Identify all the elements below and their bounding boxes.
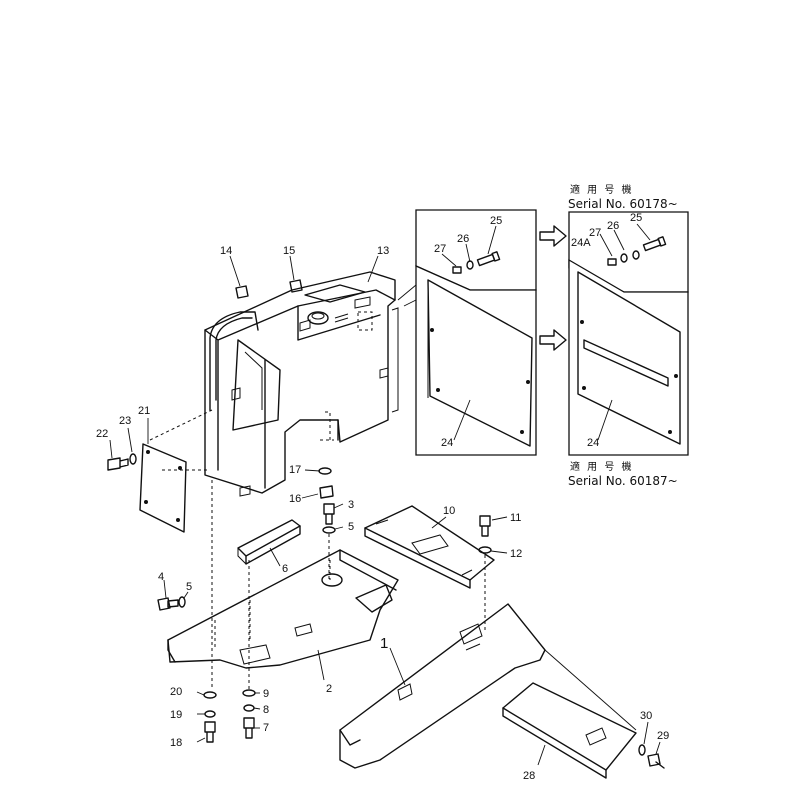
callout-22: 22 [96,428,108,440]
callout-7: 7 [263,722,269,734]
bolt-3-icon [323,503,335,525]
callout-16: 16 [289,493,301,505]
washer-19-icon [204,710,216,718]
callout-3: 3 [348,499,354,511]
callout-17: 17 [289,464,301,476]
caption-top-serial: Serial No. 60178~ [568,197,678,211]
callout-13: 13 [377,245,389,257]
bolt-11-icon [479,515,491,537]
callout-15: 15 [283,245,295,257]
washer-8-icon [243,704,255,712]
callout-26b: 26 [607,220,619,232]
callout-27b: 27 [589,227,601,239]
callout-14: 14 [220,245,232,257]
callout-26a: 26 [457,233,469,245]
callout-5b: 5 [186,581,192,593]
callout-numbers: 1 2 3 4 5 5 6 7 8 9 10 11 12 13 14 15 16… [96,212,669,782]
callout-30: 30 [640,710,652,722]
nut-16-icon [319,485,334,499]
caption-bottom-japanese: 適 用 号 機 [570,460,634,473]
washer-12-icon [478,546,492,554]
callout-9: 9 [263,688,269,700]
callout-1: 1 [380,635,388,652]
bolt-7-icon [243,717,255,739]
callout-20: 20 [170,686,182,698]
caption-bottom-serial: Serial No. 60187~ [568,474,678,488]
arrow-right-icon [539,225,567,247]
callout-28: 28 [523,770,535,782]
bracket-part-6 [237,519,301,565]
callout-10: 10 [443,505,455,517]
detail-box-panel-new [568,258,689,456]
callout-6: 6 [282,563,288,575]
plate-part-10 [364,505,495,589]
bolt-22-icon [107,457,129,471]
callout-5a: 5 [348,521,354,533]
washer-9-icon [242,689,256,697]
callout-2: 2 [326,683,332,695]
bolt-18-icon [204,721,216,743]
washer-30-icon [638,744,646,756]
callout-24b: 24 [587,437,599,449]
washer-23-icon [129,453,137,465]
frame-part-2 [167,549,399,669]
washer-5a-icon [322,526,336,534]
washer-17-icon [318,467,332,475]
bolt-29-icon [647,753,665,769]
arrow-right-icon [539,329,567,351]
bolt-15-icon [289,279,303,293]
washer-5b-icon [178,596,186,608]
frame-part-1 [339,603,546,769]
caption-top-japanese: 適 用 号 機 [570,183,634,196]
callout-21: 21 [138,405,150,417]
callout-12: 12 [510,548,522,560]
leader-lines [109,223,661,766]
side-plate-21 [139,409,213,533]
callout-8: 8 [263,704,269,716]
callout-19: 19 [170,709,182,721]
detail-box-panel-old [415,264,537,456]
callout-4: 4 [158,571,164,583]
washer-20-icon [203,691,217,699]
callout-25b: 25 [630,212,642,224]
bolt-4-icon [157,597,179,611]
callout-18: 18 [170,737,182,749]
callout-23: 23 [119,415,131,427]
callout-24a: 24 [441,437,453,449]
callout-24A: 24A [571,237,591,249]
callout-29: 29 [657,730,669,742]
tank-part-13 [204,271,399,497]
cover-part-28 [502,649,637,779]
callout-25a: 25 [490,215,502,227]
callout-11: 11 [510,512,521,524]
bolt-14-icon [235,285,249,299]
callout-27a: 27 [434,243,446,255]
